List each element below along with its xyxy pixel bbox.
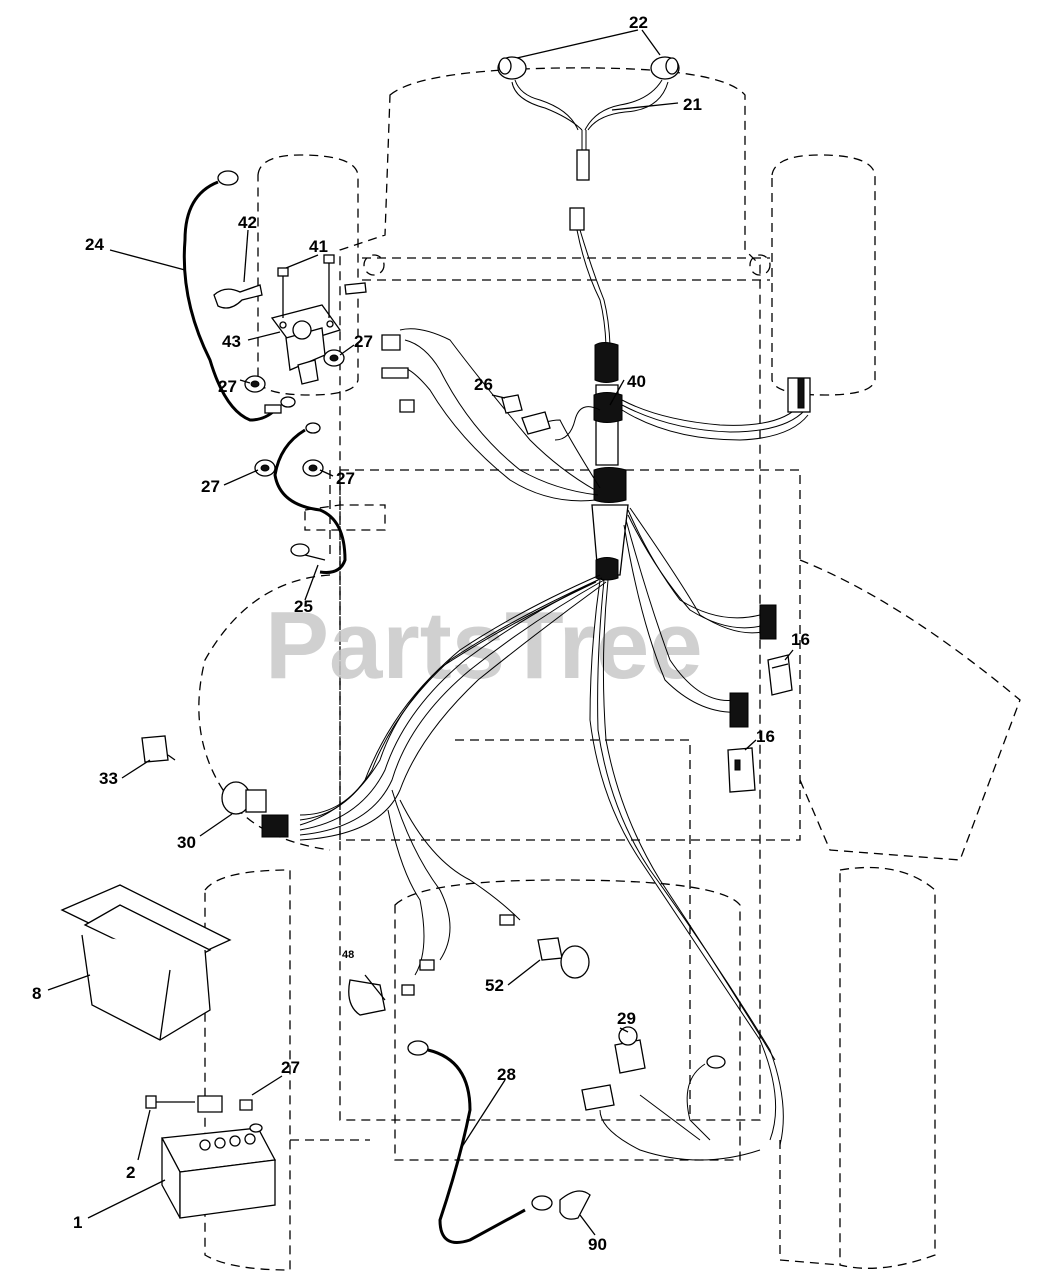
callout-8: 8 xyxy=(32,984,41,1003)
callout-27-b: 27 xyxy=(354,332,373,351)
callout-16-a: 16 xyxy=(791,630,810,649)
callout-labels: 22 21 24 42 41 43 27 27 27 27 26 40 25 1… xyxy=(32,13,810,1254)
switch-16-lower xyxy=(727,747,756,793)
callout-27-d: 27 xyxy=(336,469,355,488)
callout-29: 29 xyxy=(617,1009,636,1028)
ignition-switch-30 xyxy=(221,781,289,838)
callout-30: 30 xyxy=(177,833,196,852)
callout-52: 52 xyxy=(485,976,504,995)
headlight-assembly xyxy=(497,56,680,181)
switch-16-upper xyxy=(767,654,793,696)
battery-cable-24 xyxy=(182,170,282,422)
callout-48: 48 xyxy=(342,949,354,961)
convoluted-loom xyxy=(591,342,629,581)
battery-1 xyxy=(160,1123,277,1219)
callout-43: 43 xyxy=(222,332,241,351)
callout-42: 42 xyxy=(238,213,257,232)
bolt-2 xyxy=(145,1095,253,1113)
callout-41: 41 xyxy=(309,237,328,256)
battery-box-8 xyxy=(60,884,232,1041)
callout-2: 2 xyxy=(126,1163,135,1182)
callout-24: 24 xyxy=(85,235,104,254)
relay-26 xyxy=(501,394,551,435)
callout-25: 25 xyxy=(294,597,313,616)
nuts-27 xyxy=(244,349,345,477)
watermark: PartsTree xyxy=(265,592,703,699)
callout-27-e: 27 xyxy=(281,1058,300,1077)
rectifier-33 xyxy=(141,735,176,763)
callout-33: 33 xyxy=(99,769,118,788)
callout-40: 40 xyxy=(627,372,646,391)
callout-21: 21 xyxy=(683,95,702,114)
lamp-52 xyxy=(537,937,590,979)
callout-90: 90 xyxy=(588,1235,607,1254)
boot-90 xyxy=(559,1190,591,1220)
fuse-48 xyxy=(348,974,386,1016)
cable-25 xyxy=(273,282,367,574)
main-wiring-harness xyxy=(299,207,811,1146)
callout-1: 1 xyxy=(73,1213,82,1232)
switch-29 xyxy=(581,1026,761,1161)
callout-22: 22 xyxy=(629,13,648,32)
callout-26: 26 xyxy=(474,375,493,394)
solenoid-43 xyxy=(213,254,342,385)
callout-16-b: 16 xyxy=(756,727,775,746)
leader-lines xyxy=(47,29,794,1236)
callout-27-c: 27 xyxy=(201,477,220,496)
callout-27-a: 27 xyxy=(218,377,237,396)
battery-cable-28 xyxy=(407,1040,553,1244)
callout-28: 28 xyxy=(497,1065,516,1084)
